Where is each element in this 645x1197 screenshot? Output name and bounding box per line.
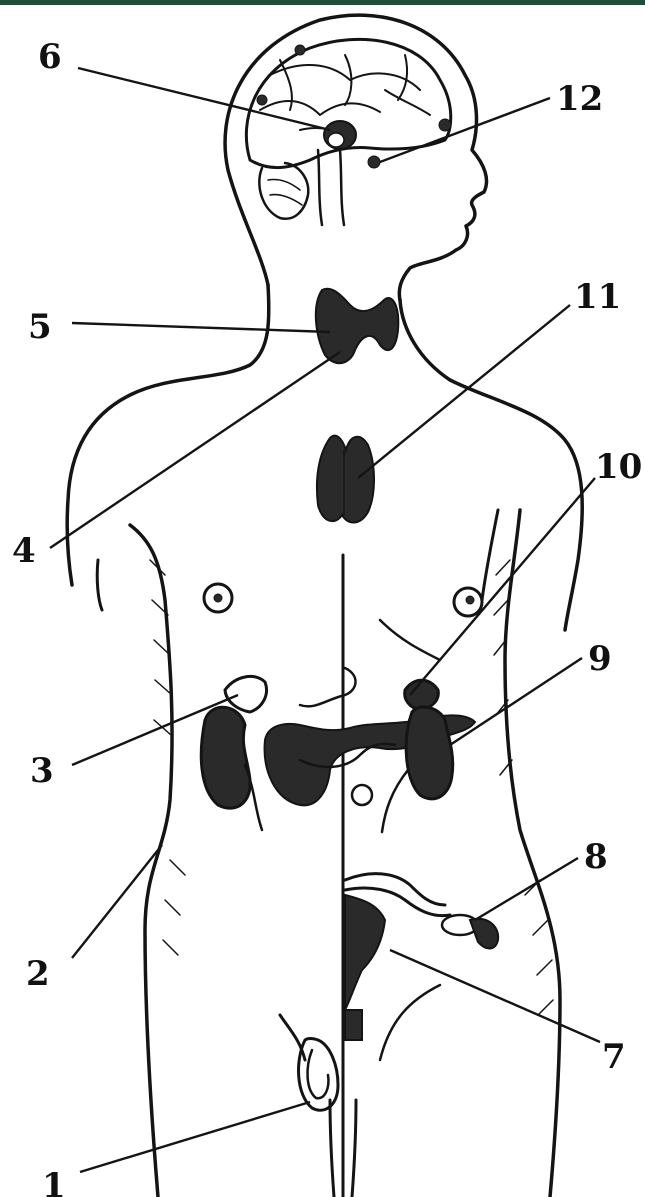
leader-5: [72, 323, 330, 332]
number-labels: 6 12 5 11 4 10 9 3 2 8 7 1: [12, 37, 642, 1197]
leader-8: [475, 858, 578, 920]
left-adrenal-kidney: [201, 676, 266, 830]
label-4: 4: [12, 531, 36, 571]
label-6: 6: [38, 37, 62, 77]
right-adrenal-kidney: [352, 680, 453, 832]
label-3: 3: [30, 751, 54, 791]
label-12: 12: [556, 79, 603, 119]
label-1: 1: [42, 1166, 66, 1197]
label-10: 10: [595, 447, 642, 487]
thyroid-gland: [316, 289, 398, 363]
label-5: 5: [28, 307, 52, 347]
label-11: 11: [574, 277, 621, 317]
label-2: 2: [26, 954, 50, 994]
arm-line: [97, 560, 102, 610]
leader-1: [80, 1102, 310, 1172]
leader-10: [410, 478, 595, 695]
leader-4: [50, 352, 340, 548]
label-8: 8: [584, 837, 608, 877]
leader-12: [380, 98, 550, 162]
cortex-dot: [257, 95, 267, 105]
label-7: 7: [602, 1037, 626, 1077]
leader-2: [72, 845, 162, 958]
leader-lines: [50, 68, 600, 1172]
stomach-outline: [300, 668, 356, 706]
head-outline: [225, 15, 486, 300]
male-testis: [280, 1015, 338, 1110]
cortex-dot: [295, 45, 305, 55]
hypothalamus-pituitary: [324, 121, 356, 149]
leader-9: [450, 658, 582, 745]
thymus-gland: [317, 436, 374, 523]
cortex-dot: [439, 119, 451, 131]
female-reproductive: [345, 874, 498, 1040]
pineal-gland: [368, 156, 380, 168]
label-9: 9: [588, 639, 612, 679]
